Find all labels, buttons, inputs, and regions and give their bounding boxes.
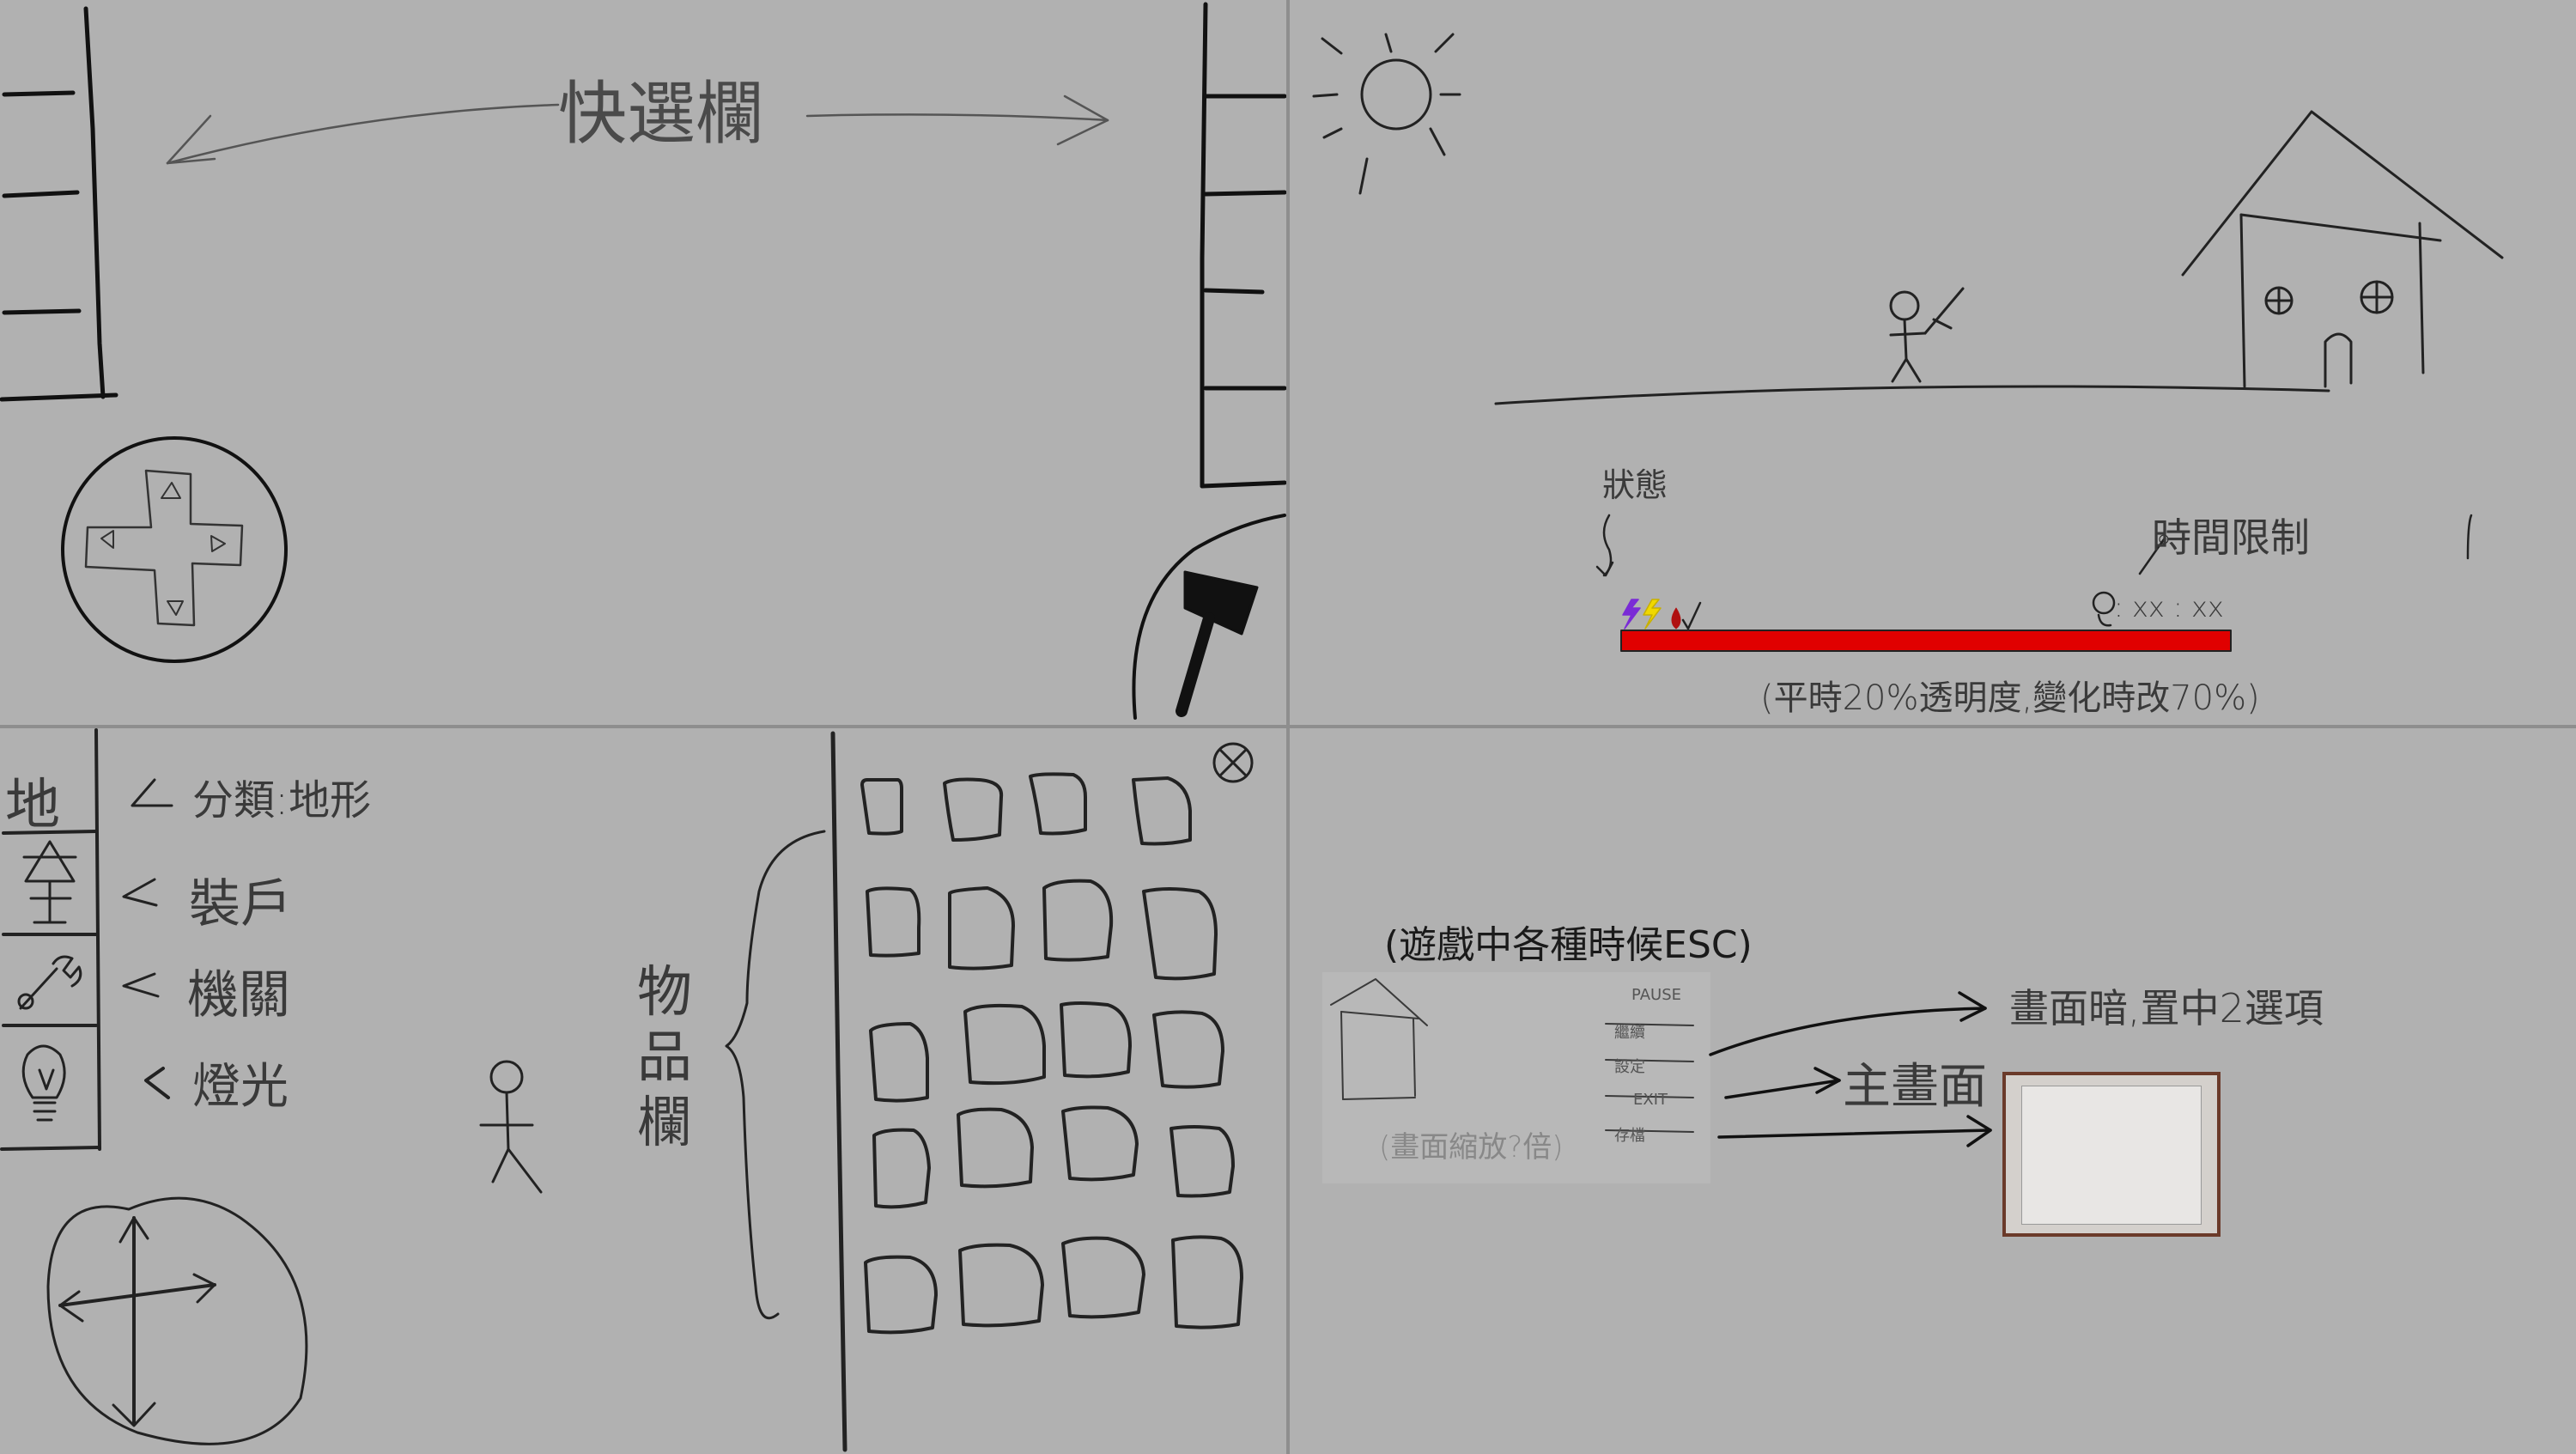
- panel1-sketch: [0, 2, 1286, 720]
- category-char[interactable]: 地: [5, 774, 60, 837]
- status-label: 狀態: [1602, 466, 1668, 504]
- dim-screen-label: 畫面暗,置中2選項: [2009, 985, 2324, 1031]
- house-icon: [2181, 110, 2504, 388]
- ground-line: [1494, 385, 2330, 405]
- panel-game-scene: 狀態 時間限制 : xx : xx (平時20%透明度,變化時改70%): [1290, 0, 2576, 725]
- wrench-icon[interactable]: [17, 955, 82, 1010]
- player-figure: [1889, 287, 1965, 383]
- pause-title: PAUSE: [1631, 986, 1681, 1004]
- inventory-separator: [830, 731, 848, 1452]
- status-bar: [1620, 630, 2232, 652]
- clock-icon: [2092, 591, 2116, 627]
- zoom-note: (畫面縮放?倍): [1379, 1130, 1564, 1165]
- panel-pause-menu: (遊戲中各種時候ESC) (畫面縮放?倍) PAUSE 繼續 設定 EXIT 存…: [1290, 728, 2576, 1454]
- lightning-purple-icon: [1622, 599, 1641, 630]
- time-limit-label: 時間限制: [2152, 514, 2310, 561]
- pause-sketch-bg: [1322, 972, 1710, 1183]
- opacity-note: (平時20%透明度,變化時改70%): [1760, 678, 2260, 718]
- panel3-sketch: [0, 728, 1254, 1452]
- equip-label: 裝戶: [189, 874, 292, 934]
- left-quickbar[interactable]: [0, 6, 118, 402]
- arrow-to-main: [1724, 1079, 1841, 1099]
- hammer-icon[interactable]: [1132, 514, 1286, 720]
- menu-item-exit[interactable]: EXIT: [1633, 1091, 1668, 1109]
- panel-inventory: 地 分類:地形 裝戶 機關 燈光 物品欄: [0, 728, 1286, 1454]
- check-icon: [1681, 601, 1702, 630]
- category-sidebar[interactable]: [0, 728, 101, 1151]
- lightning-yellow-icon: [1643, 599, 1662, 630]
- close-icon[interactable]: [1212, 742, 1254, 783]
- tree-icon[interactable]: [22, 840, 77, 924]
- light-label: 燈光: [192, 1059, 289, 1115]
- mechanism-label: 機關: [187, 965, 290, 1025]
- main-screen-label: 主畫面: [1843, 1059, 1987, 1115]
- right-quickbar[interactable]: [1200, 2, 1286, 489]
- category-label: 分類:地形: [192, 776, 372, 824]
- inventory-grid[interactable]: [860, 772, 1243, 1335]
- quickbar-label: 快選欄: [558, 74, 764, 154]
- blood-drop-icon: [1671, 607, 1681, 630]
- dpad[interactable]: [61, 436, 288, 663]
- quickbar-arrow: [166, 94, 1109, 165]
- sun-icon: [1312, 33, 1461, 195]
- menu-item-save[interactable]: 存檔: [1614, 1127, 1645, 1145]
- esc-note: (遊戲中各種時候ESC): [1384, 923, 1753, 967]
- character-figure: [479, 1060, 543, 1194]
- menu-item-resume[interactable]: 繼續: [1614, 1024, 1645, 1042]
- timer-text: : xx : xx: [2114, 591, 2224, 624]
- inventory-brace: [725, 830, 826, 1320]
- reference-photo: [2002, 1072, 2221, 1237]
- pause-menu-lines: [1605, 1023, 1694, 1133]
- joystick[interactable]: [46, 1196, 308, 1445]
- panel4-sketch: [1322, 972, 1992, 1183]
- photo-sheet: [2021, 1086, 2202, 1225]
- arrow-to-dim: [1709, 1007, 1987, 1056]
- lightbulb-icon[interactable]: [21, 1044, 66, 1122]
- panel2-sketch: [1312, 33, 2504, 652]
- inventory-label: 物品欄: [637, 961, 692, 1155]
- panel-quickbar: 快選欄: [0, 0, 1286, 725]
- mini-house-icon: [1330, 978, 1428, 1100]
- arrow-to-photo: [1717, 1129, 1992, 1139]
- horizontal-divider: [0, 725, 2576, 728]
- menu-item-settings[interactable]: 設定: [1614, 1058, 1645, 1076]
